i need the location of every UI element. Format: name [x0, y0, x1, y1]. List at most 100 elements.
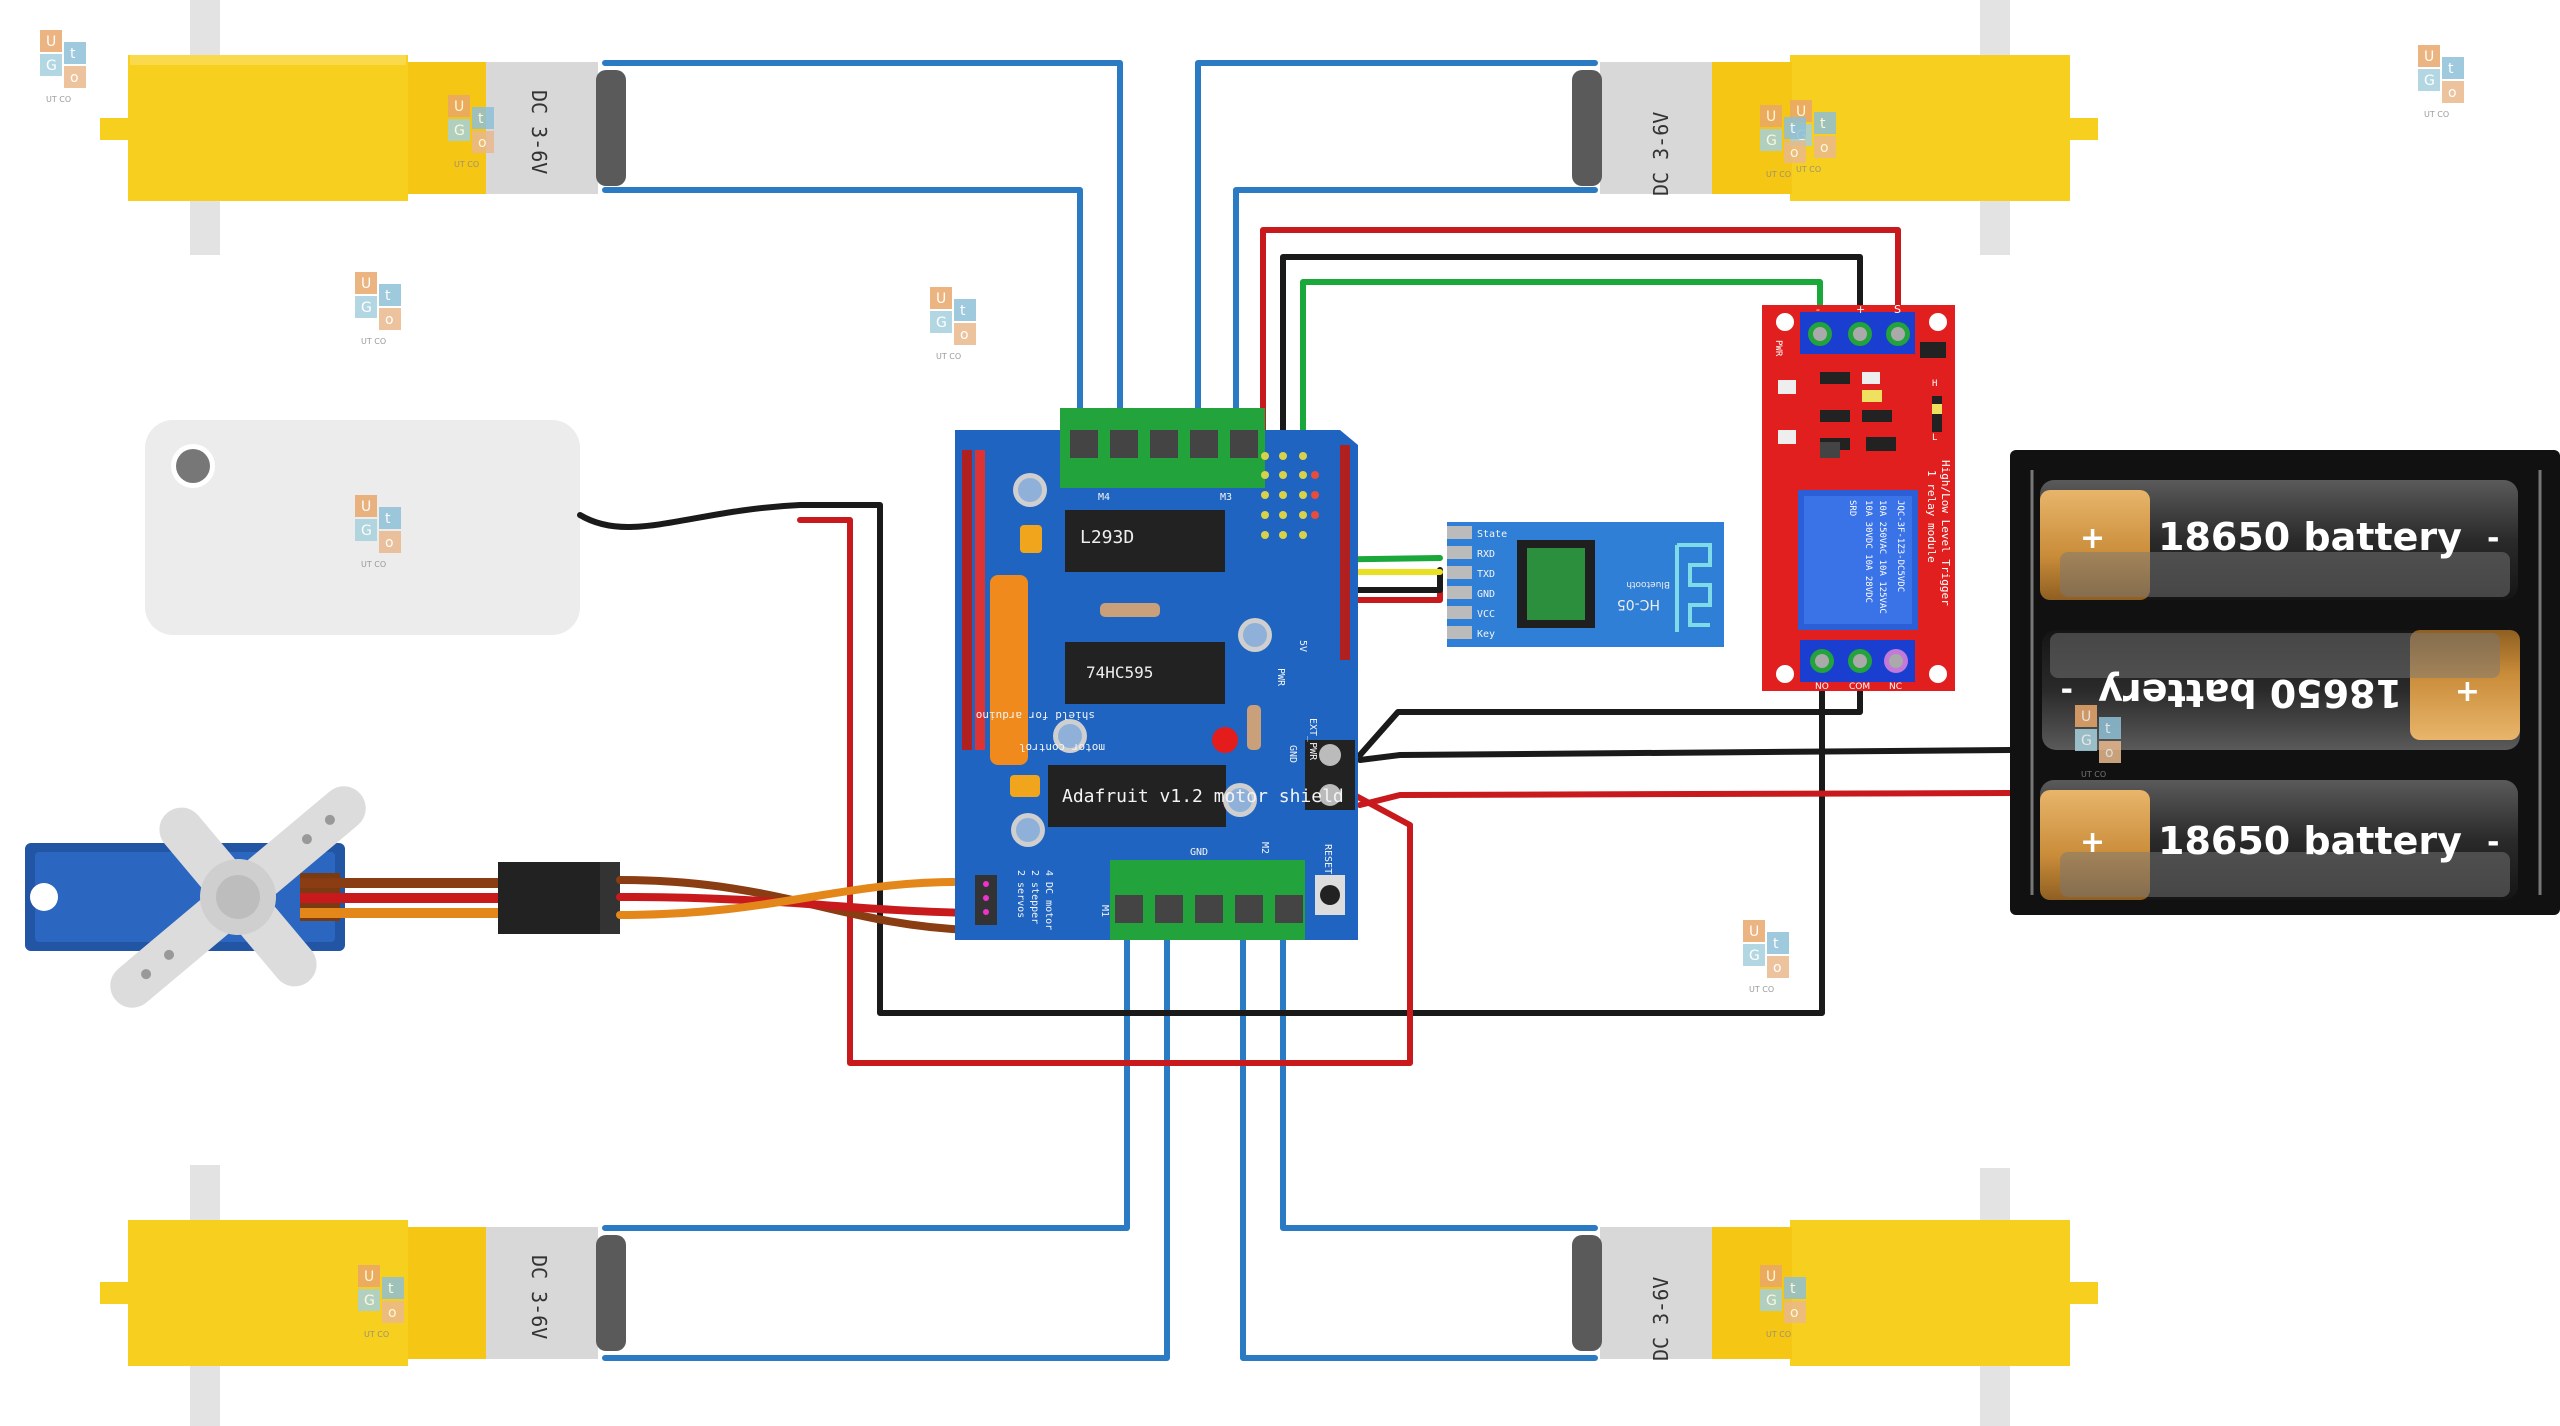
watermark-letter: t [1790, 1281, 1796, 1297]
watermark-letter: t [1773, 936, 1779, 952]
watermark-tile [1760, 105, 1782, 127]
motor-shield: L293D 74HC595 [955, 408, 1358, 940]
watermark-caption: UT CO [2081, 770, 2106, 779]
watermark-letter: o [385, 312, 394, 328]
relay-pin-s: S [1894, 303, 1901, 316]
relay-label-l: L [1932, 433, 1937, 443]
watermark-letter: o [2105, 745, 2114, 761]
watermark-letter: G [46, 58, 57, 74]
watermark-caption: UT CO [1766, 1330, 1791, 1339]
watermark-tile [1784, 141, 1806, 163]
relay-pin-nc: NC [1889, 682, 1902, 692]
relay-module: - + S JQC-3F-1Z3-DC5VDC 10A 250VAC 10A 1… [1762, 303, 1955, 692]
watermark-letter: G [1766, 133, 1777, 149]
battery-holder: + 18650 battery - + 18650 battery - + 18… [2010, 450, 2560, 915]
watermark-tile [472, 131, 494, 153]
watermark-tile [358, 1289, 380, 1311]
watermark-letter: o [1790, 145, 1799, 161]
servo-label-2: 2 stepper [1029, 870, 1040, 924]
m1-label: M1 [1099, 905, 1110, 917]
watermark-tile [355, 272, 377, 294]
motor-top-right: DC 3-6V [1572, 0, 2098, 255]
watermark-letter: t [388, 1281, 394, 1297]
watermark-letter: U [2424, 49, 2434, 65]
watermark-tile [379, 308, 401, 330]
watermark-tile [382, 1301, 404, 1323]
gnd-bottom-label: GND [1190, 847, 1208, 858]
motor-label: DC 3-6V [1649, 1277, 1673, 1361]
watermark-letter: G [2424, 73, 2435, 89]
watermark-caption: UT CO [454, 160, 479, 169]
watermark-tile [379, 284, 401, 306]
chip-l293d: L293D [1080, 527, 1134, 548]
watermark-letter: U [364, 1269, 374, 1285]
relay-text-3: 10A 30VDC 10A 28VDC [1863, 500, 1873, 603]
watermark-caption: UT CO [1766, 170, 1791, 179]
watermark-letter: t [2448, 61, 2454, 77]
motor-bottom-left: DC 3-6V [100, 1165, 626, 1426]
watermark-letter: t [1820, 116, 1826, 132]
watermark-tile [1760, 1265, 1782, 1287]
watermark-tile [1760, 129, 1782, 151]
watermark-tile [358, 1265, 380, 1287]
relay-pin-minus: - [1816, 303, 1820, 316]
battery-label: 18650 battery [2098, 671, 2402, 715]
pwr-label: PWR [1275, 668, 1286, 687]
watermark-tile [355, 495, 377, 517]
battery-cell-3: + 18650 battery - [2040, 780, 2518, 900]
battery-plus: + [2080, 521, 2105, 556]
watermark-letter: o [1790, 1305, 1799, 1321]
watermark-tile [1784, 117, 1806, 139]
watermark-letter: t [1790, 121, 1796, 137]
relay-label-pwr: PWR [1773, 340, 1783, 357]
reset-label: RESET [1322, 844, 1333, 874]
servo-label-1: 2 servos [1015, 870, 1026, 918]
watermark-tile [2075, 729, 2097, 751]
battery-cell-1: + 18650 battery - [2040, 480, 2518, 600]
relay-text-1: JQC-3F-1Z3-DC5VDC [1895, 500, 1905, 592]
watermark-letter: U [1766, 109, 1776, 125]
motor-top-left: DC 3-6V [100, 0, 626, 255]
watermark-letter: t [385, 511, 391, 527]
watermark-tile [355, 296, 377, 318]
relay-subtitle: High/Low Level Trigger [1939, 460, 1952, 606]
bt-pin-gnd: GND [1477, 589, 1495, 600]
watermark-caption: UT CO [364, 1330, 389, 1339]
battery-plus: + [2080, 825, 2105, 860]
relay-text-4: SRD [1847, 500, 1857, 516]
watermark-letter: U [1749, 924, 1759, 940]
servo-motor [25, 786, 620, 1008]
relay-pin-no: NO [1815, 682, 1829, 692]
bt-pin-state: State [1477, 529, 1507, 540]
watermark-tile [954, 299, 976, 321]
watermark-letter: G [936, 315, 947, 331]
watermark-caption: UT CO [361, 560, 386, 569]
bt-pin-vcc: VCC [1477, 609, 1495, 620]
battery-label: 18650 battery [2158, 819, 2462, 863]
watermark-caption: UT CO [361, 337, 386, 346]
watermark-letter: t [70, 46, 76, 62]
watermark-letter: t [478, 111, 484, 127]
motor-bottom-right: DC 3-6V [1572, 1168, 2098, 1426]
watermark-letter: U [1796, 104, 1806, 120]
watermark-letter: t [2105, 721, 2111, 737]
watermark-letter: o [70, 70, 79, 86]
watermark-letter: U [361, 499, 371, 515]
watermark-tile [64, 42, 86, 64]
ext-pwr-label: EXT_PWR [1307, 718, 1318, 761]
watermark-tile [930, 311, 952, 333]
watermark-letter: G [1766, 1293, 1777, 1309]
watermark-letter: o [960, 327, 969, 343]
watermark-letter: G [2081, 733, 2092, 749]
watermark-tile [1760, 1289, 1782, 1311]
battery-cell-2: + 18650 battery - [2042, 630, 2520, 750]
